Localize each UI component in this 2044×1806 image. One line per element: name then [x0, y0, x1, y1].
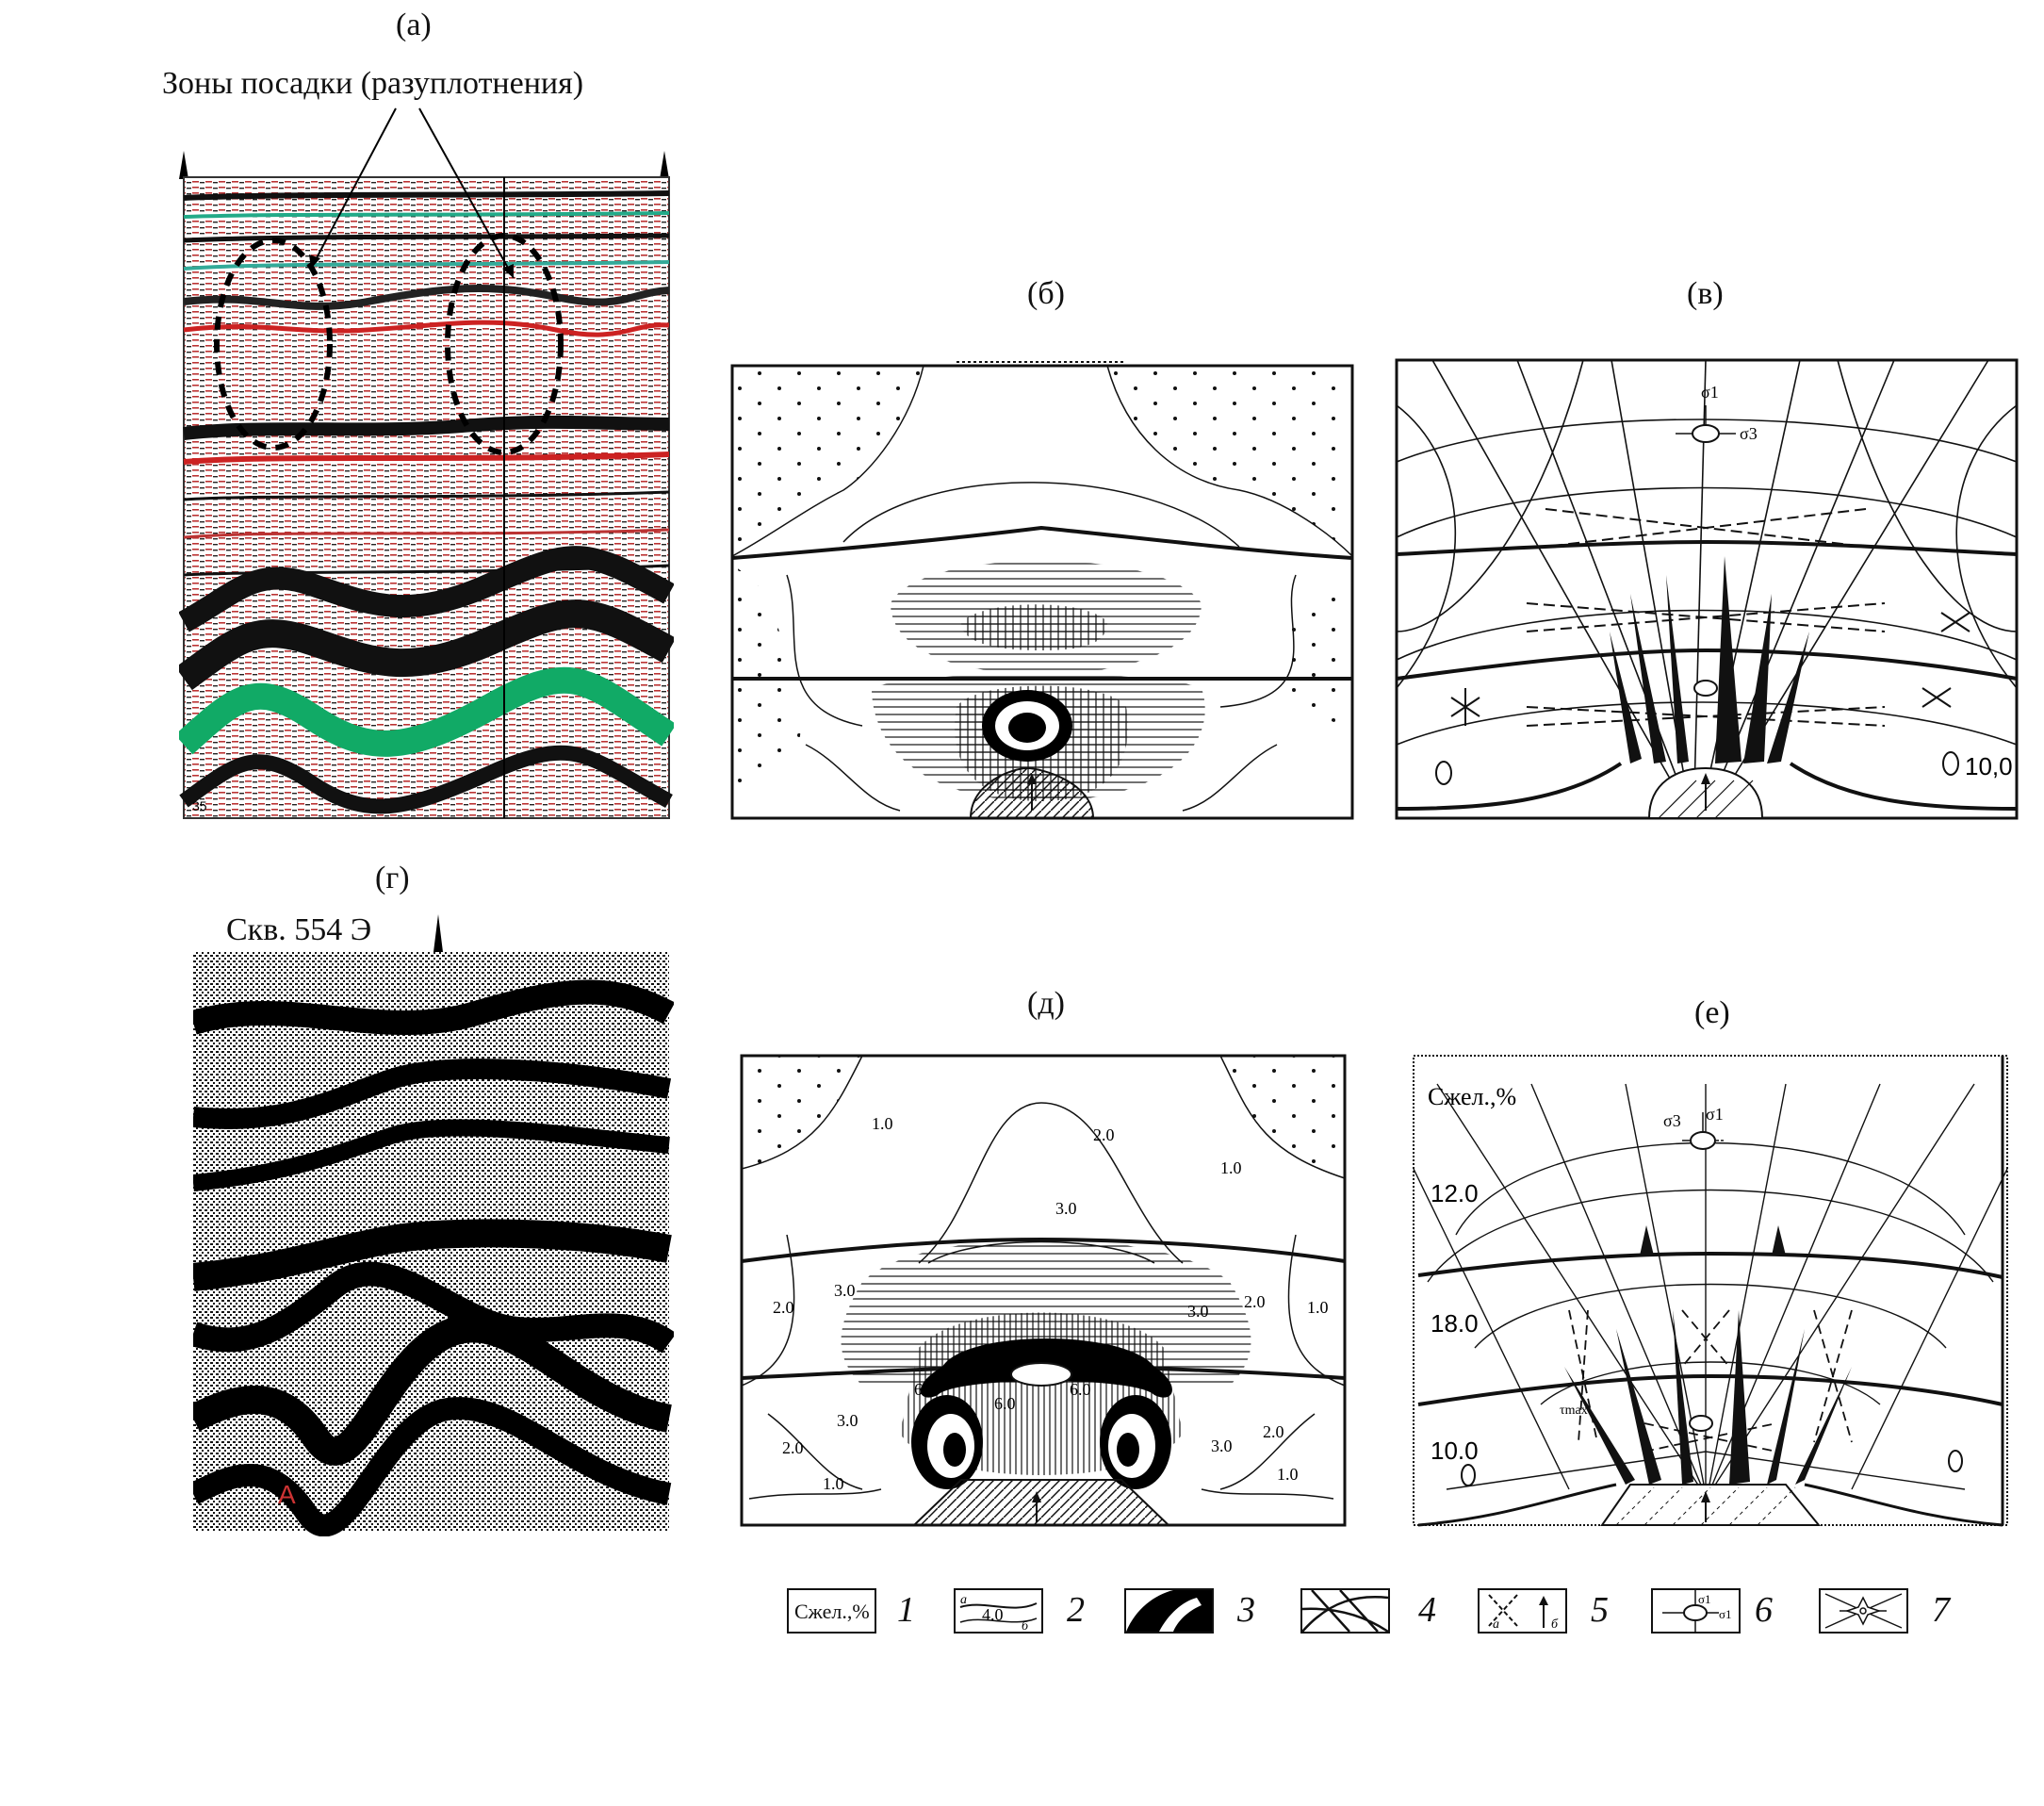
- contour-label: 2.0: [1093, 1125, 1115, 1144]
- diagram-d: 1.0 2.0 1.0 3.0 2.0 3.0 3.0 2.0 1.0 6.0 …: [730, 1046, 1357, 1527]
- legend-item-6: σ1 σ1: [1651, 1588, 1741, 1634]
- diagram-b: [730, 349, 1357, 820]
- annotation-arrows: [309, 107, 515, 279]
- stress-diagram-v: σ1 σ3 10,0: [1395, 349, 2021, 820]
- legend-number: 1: [897, 1590, 915, 1630]
- contour-label: 1.0: [823, 1474, 844, 1493]
- legend-number: 3: [1237, 1590, 1255, 1630]
- legend-item-7: [1819, 1588, 1908, 1634]
- contour-label: 2.0: [782, 1438, 804, 1457]
- contour-label: 6.0: [914, 1380, 936, 1399]
- legend-sigma1b: σ1: [1719, 1607, 1732, 1621]
- legend-item-5: а б: [1478, 1588, 1567, 1634]
- value-label: 10,0: [1965, 752, 2013, 780]
- panel-label-g: (г): [375, 861, 410, 895]
- stress-diagram-e: Cжел.,% σ3 σ1 12.0 18.0 10.0 τmax: [1399, 1046, 2017, 1527]
- panel-label-b: (б): [1027, 276, 1065, 311]
- contour-label: 1.0: [872, 1114, 893, 1133]
- contour-label: 3.0: [1055, 1199, 1077, 1218]
- legend-item-4: [1300, 1588, 1390, 1634]
- value-label: 18.0: [1431, 1309, 1479, 1338]
- marker-a: A: [278, 1480, 296, 1509]
- contour-label: 2.0: [1263, 1422, 1284, 1441]
- legend-a: а: [960, 1593, 967, 1607]
- sigma3-label: σ3: [1740, 424, 1758, 443]
- well-label: Скв. 554 Э: [226, 912, 372, 947]
- contour-label: 1.0: [1307, 1298, 1329, 1317]
- legend-value: 4.0: [982, 1605, 1004, 1624]
- legend-number: 5: [1591, 1590, 1609, 1630]
- legend-b: б: [1551, 1617, 1559, 1632]
- legend-b: б: [1022, 1619, 1029, 1632]
- contour-label: 3.0: [1187, 1302, 1209, 1321]
- contour-label: 6.0: [994, 1394, 1016, 1413]
- legend-number: 6: [1755, 1590, 1773, 1630]
- panel-label-a: (а): [396, 8, 432, 42]
- contour-label: 1.0: [1220, 1158, 1242, 1177]
- legend-number: 2: [1067, 1590, 1085, 1630]
- value-label: 12.0: [1431, 1179, 1479, 1207]
- sigma3-label: σ3: [1663, 1111, 1681, 1130]
- frame-number: 35: [192, 798, 207, 813]
- legend-item-3: [1124, 1588, 1214, 1634]
- sigma1-label: σ1: [1706, 1105, 1724, 1124]
- legend-a: а: [1493, 1617, 1499, 1632]
- contour-label: 3.0: [834, 1281, 856, 1300]
- contour-label: 2.0: [1244, 1292, 1266, 1311]
- percent-heading: Cжел.,%: [1428, 1083, 1516, 1110]
- panel-label-v: (в): [1687, 276, 1724, 311]
- sigma1-label: σ1: [1701, 383, 1719, 402]
- legend-item-2: а 4.0 б: [954, 1588, 1043, 1634]
- contour-label: 3.0: [837, 1411, 858, 1430]
- legend-number: 7: [1932, 1590, 1950, 1630]
- seismic-section-g: A: [193, 910, 674, 1536]
- panel-label-e: (е): [1694, 995, 1730, 1030]
- legend-text: Cжел.,%: [794, 1600, 870, 1623]
- seismic-section-a: 35: [179, 151, 674, 820]
- panel-label-d: (д): [1027, 986, 1065, 1021]
- annotation-subsidence-zones: Зоны посадки (разуплотнения): [162, 66, 584, 101]
- contour-label: 6.0: [1070, 1380, 1091, 1399]
- contour-label: 1.0: [1277, 1465, 1299, 1484]
- value-label: 10.0: [1431, 1437, 1479, 1465]
- legend-item-1: Cжел.,%: [787, 1588, 876, 1634]
- contour-label: 3.0: [1211, 1437, 1233, 1455]
- tau-max-label: τmax: [1560, 1404, 1588, 1418]
- legend-number: 4: [1418, 1590, 1436, 1630]
- contour-label: 2.0: [773, 1298, 794, 1317]
- legend-sigma1: σ1: [1698, 1592, 1711, 1606]
